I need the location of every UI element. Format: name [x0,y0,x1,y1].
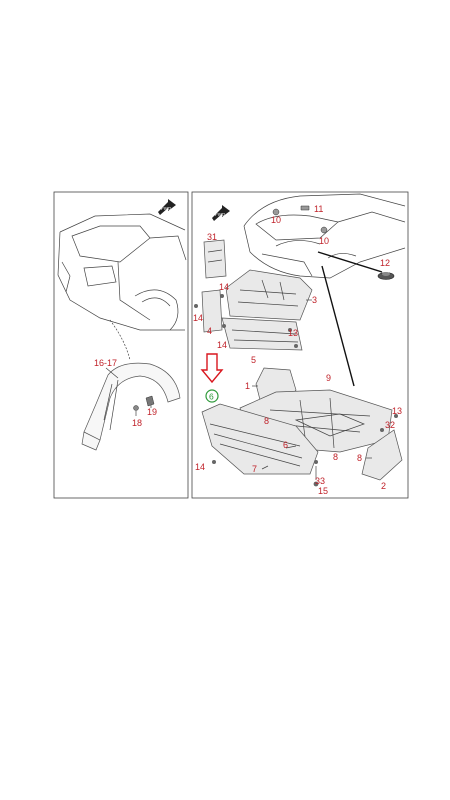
label-31: 31 [207,232,217,242]
clip-10-bottom [320,226,328,234]
clip-19 [145,395,155,408]
clip-11 [300,205,310,211]
label-12: 12 [380,258,390,268]
grommet-12 [377,272,395,280]
highlight-circle-6: 6 [205,389,219,403]
label-leaders [252,299,372,470]
leader-12 [317,251,383,273]
highlight-arrow [200,353,224,384]
label-16-17: 16-17 [94,358,117,368]
label-9: 9 [326,373,331,383]
label-4: 4 [207,326,212,336]
label-13-b: 13 [392,406,402,416]
front-undercover-7-part [201,403,319,475]
label-32: 32 [385,420,395,430]
label-19: 19 [147,407,157,417]
bracket-31-part [203,239,227,279]
left-panel: FWD 16-17 [53,191,189,499]
label-14-d: 14 [195,462,205,472]
label-14-c: 14 [217,340,227,350]
highlight-label: 6 [209,392,214,402]
car-outline-left [57,213,187,361]
label-1: 1 [245,381,250,391]
screw-18 [133,405,139,416]
fasteners [194,294,398,487]
clip-10-top [272,208,280,216]
side-cover-2-part [361,429,403,481]
label-6: 6 [283,440,288,450]
label-11: 11 [314,204,323,214]
label-14-a: 14 [219,282,229,292]
label-8-a: 8 [264,416,269,426]
car-outline-right [243,193,406,279]
label-2: 2 [381,481,386,491]
label-3: 3 [312,295,317,305]
air-guide-3-part [225,269,313,321]
label-8-c: 8 [357,453,362,463]
bracket-4-part [201,289,223,333]
label-8-b: 8 [333,452,338,462]
label-10-bottom: 10 [319,236,329,246]
label-5: 5 [251,355,256,365]
label-15: 15 [318,486,328,496]
label-14-b: 14 [193,313,203,323]
label-18: 18 [132,418,142,428]
fwd-label-left: FWD [161,206,172,211]
fwd-icon-right: FWD [212,205,230,221]
right-panel: FWD [191,191,409,499]
lower-guide-5-part [221,317,303,351]
leader-9 [321,265,355,387]
label-33: 33 [315,476,325,486]
fender-liner-part [81,362,181,451]
label-7: 7 [252,464,257,474]
fwd-icon-left: FWD [158,199,176,215]
label-10-top: 10 [271,215,281,225]
label-13-a: 13 [288,328,298,338]
fwd-label-right: FWD [215,212,226,217]
